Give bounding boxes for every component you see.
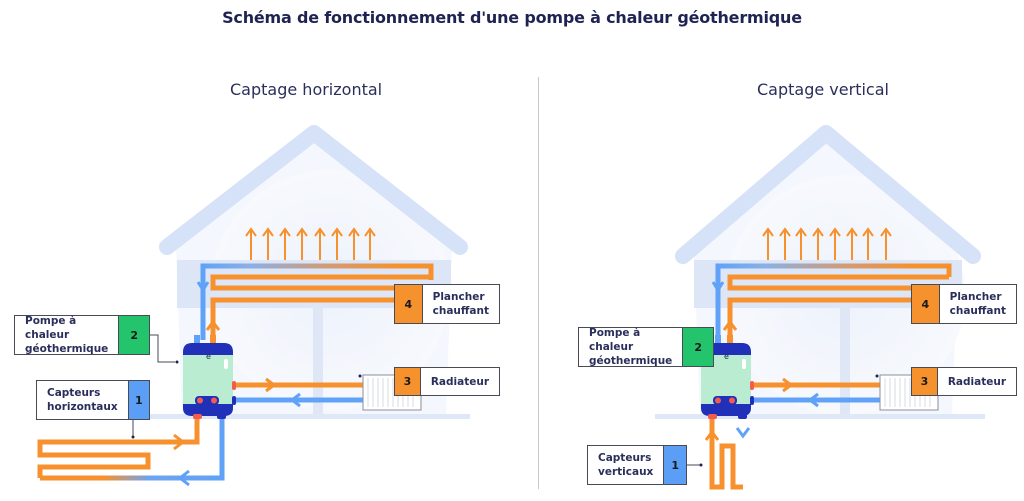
- badge-3: 3: [395, 368, 421, 395]
- panel-title-horizontal: Captage horizontal: [230, 80, 383, 99]
- label-text: Capteurs verticaux: [598, 452, 654, 478]
- radiator-pipes-left: [234, 377, 370, 408]
- connector-dot: [358, 374, 362, 378]
- label-heat-pump-right: Pompe à chaleur géothermique 2: [578, 327, 714, 367]
- panel-divider: [538, 77, 539, 489]
- badge-2: 2: [682, 328, 713, 366]
- connector-dot: [175, 360, 179, 364]
- label-text: Capteurs horizontaux: [47, 387, 118, 413]
- label-floor-heating-right: 4 Plancher chauffant: [911, 284, 1017, 324]
- label-text: Radiateur: [947, 375, 1006, 388]
- horizontal-captor-pipes: [37, 415, 225, 487]
- label-vertical-captors: Capteurs verticaux 1: [587, 445, 687, 485]
- connector-dot: [131, 435, 135, 439]
- badge-2: 2: [118, 316, 149, 354]
- label-text: Pompe à chaleur géothermique: [589, 327, 673, 367]
- label-floor-heating-left: 4 Plancher chauffant: [394, 284, 500, 324]
- heat-pump-left: e: [183, 335, 236, 419]
- badge-1: 1: [663, 446, 686, 484]
- badge-3: 3: [912, 368, 938, 395]
- diagram-title: Schéma de fonctionnement d'une pompe à c…: [222, 8, 802, 27]
- heat-arrows-right: [762, 227, 892, 260]
- radiator-pipes-right: [752, 377, 885, 408]
- label-text: Radiateur: [430, 375, 489, 388]
- heat-arrows-left: [245, 227, 376, 260]
- panel-title-vertical: Captage vertical: [757, 80, 889, 99]
- label-text: Pompe à chaleur géothermique: [25, 315, 109, 355]
- svg-text:e: e: [724, 352, 729, 361]
- badge-4: 4: [395, 285, 423, 323]
- svg-text:e: e: [206, 352, 211, 361]
- badge-4: 4: [912, 285, 940, 323]
- label-heat-pump-left: Pompe à chaleur géothermique 2: [14, 315, 150, 355]
- label-connectors-left: [132, 334, 175, 436]
- label-text: Plancher chauffant: [949, 291, 1006, 317]
- label-horizontal-captors: Capteurs horizontaux 1: [36, 380, 150, 420]
- floor-heating-pipes-left: [196, 263, 434, 340]
- floor-heating-pipes-right: [711, 263, 952, 340]
- connector-dot: [875, 374, 879, 378]
- connector-dot: [699, 463, 703, 467]
- badge-1: 1: [127, 381, 149, 419]
- vertical-captor-pipes: [704, 418, 751, 490]
- label-radiator-right: 3 Radiateur: [911, 367, 1017, 396]
- radiator-left: [362, 374, 422, 411]
- label-radiator-left: 3 Radiateur: [394, 367, 500, 396]
- label-text: Plancher chauffant: [432, 291, 489, 317]
